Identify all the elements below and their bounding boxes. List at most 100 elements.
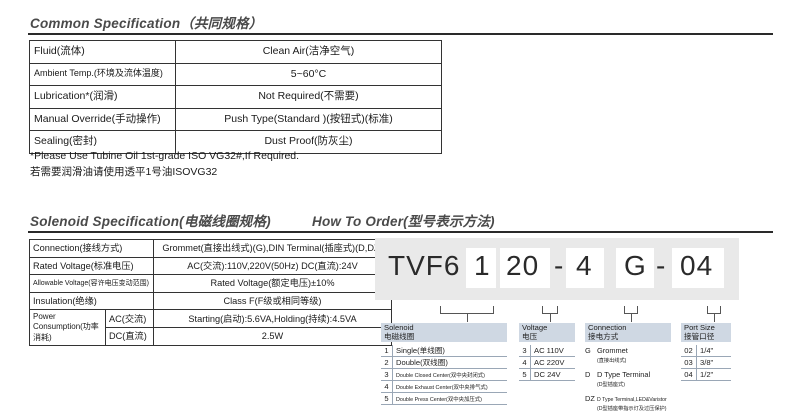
table-row: Sealing(密封) Dust Proof(防灰尘): [29, 130, 442, 154]
legend-value: AC 220V: [534, 358, 565, 367]
legend-value: D Type Terminal: [597, 370, 651, 379]
lubrication-note-en: *Please Use Tubine Oil 1st-grade ISO VG3…: [30, 150, 300, 162]
code-port: 04: [680, 250, 714, 281]
solenoid-spec-rule: [28, 231, 773, 233]
code-connection: G: [624, 250, 647, 281]
code-slot-port: [672, 248, 724, 288]
code-voltage: 4: [576, 250, 593, 281]
legend-key: 5: [381, 393, 393, 404]
bracket-voltage: [542, 306, 558, 314]
legend-value: 1/2": [700, 370, 714, 379]
common-spec-title: Common Specification（共同规格）: [30, 16, 263, 31]
connector-port: [714, 314, 715, 322]
spec-label: Connection(接线方式): [29, 239, 154, 258]
spec-value: 5~60°C: [175, 62, 442, 87]
voltage-legend-head: Voltage 电压: [519, 323, 575, 343]
connection-legend-head: Connection 接电方式: [585, 323, 671, 343]
legend-value: DC 24V: [534, 370, 561, 379]
common-spec-table: Fluid(流体) Clean Air(洁净空气) Ambient Temp.(…: [29, 40, 442, 154]
legend-value: Double Exhaust Center(双中央排气式): [396, 384, 488, 391]
spec-label: Sealing(密封): [29, 130, 176, 154]
legend-value: Double(双线圈): [396, 358, 448, 367]
legend-value: D Type Terminal,LED&Varistor: [597, 397, 667, 403]
legend-head-cn: 电压: [522, 331, 538, 341]
legend-value: 3/8": [700, 358, 714, 367]
legend-key: 1: [381, 345, 393, 356]
legend-key: 4: [519, 357, 531, 368]
legend-head-en: Voltage: [522, 323, 548, 332]
bracket-solenoid: [440, 306, 494, 314]
spec-value: Clean Air(洁净空气): [175, 40, 442, 64]
code-series: 20: [506, 250, 540, 281]
spec-value: Dust Proof(防灰尘): [175, 130, 442, 154]
legend-value: AC 110V: [534, 346, 564, 355]
code-slot-solenoid: [466, 248, 496, 288]
legend-head-en: Port Size: [684, 323, 715, 332]
table-row: Insulation(绝缘) Class F(F级或相同等级): [29, 291, 392, 311]
bracket-connection: [624, 306, 638, 314]
spec-value: Grommet(直接出线式)(G),DIN Terminal(插座式)(D,DZ…: [153, 239, 392, 258]
spec-label: Insulation(绝缘): [29, 291, 154, 311]
table-row: Power Consumption(功率消耗) AC(交流) Starting(…: [29, 309, 392, 346]
legend-key: DZ: [585, 394, 595, 403]
legend-value: Double Press Center(双中央加压式): [396, 396, 482, 403]
lubrication-note-cn: 若需要润滑油请使用透平1号油ISOVG32: [30, 166, 218, 178]
legend-key: 4: [381, 381, 393, 392]
legend-value-cn: (直接出线式): [597, 357, 627, 364]
connector-connection: [631, 314, 632, 322]
code-solenoid: 1: [474, 250, 491, 281]
how-to-order-title: How To Order(型号表示方法): [312, 214, 495, 229]
spec-value: Starting(启动):5.6VA,Holding(持续):4.5VA: [153, 309, 392, 328]
legend-head-cn: 电磁线圈: [384, 331, 415, 341]
spec-value: Rated Voltage(额定电压)±10%: [153, 274, 392, 293]
table-row: Connection(接线方式) Grommet(直接出线式)(G),DIN T…: [29, 239, 392, 258]
legend-key: 03: [681, 357, 697, 368]
power-sub-label: DC(直流): [105, 326, 154, 346]
spec-value: Push Type(Standard )(按钮式)(标准): [175, 107, 442, 132]
table-row: Allowable Voltage(容许电压变动范围) Rated Voltag…: [29, 274, 392, 293]
table-row: Manual Override(手动操作) Push Type(Standard…: [29, 107, 442, 132]
common-spec-rule: [28, 33, 773, 35]
legend-value: 1/4": [700, 346, 714, 355]
legend-value-cn: (D型插座带指示灯及过压保护): [597, 405, 667, 412]
code-slot-connection: [566, 248, 604, 288]
legend-head-cn: 接管口径: [684, 331, 715, 341]
legend-key: 2: [381, 357, 393, 368]
spec-label: Manual Override(手动操作): [29, 107, 176, 132]
legend-head-cn: 接电方式: [588, 331, 619, 341]
spec-value: AC(交流):110V,220V(50Hz) DC(直流):24V: [153, 256, 392, 276]
table-row: Fluid(流体) Clean Air(洁净空气): [29, 40, 442, 64]
spec-label: Fluid(流体): [29, 40, 176, 64]
spec-label: Rated Voltage(标准电压): [29, 256, 154, 276]
legend-value-cn: (D型插座式): [597, 381, 625, 388]
legend-key: 3: [381, 369, 393, 380]
legend-key: 02: [681, 345, 697, 356]
solenoid-legend-head: Solenoid 电磁线圈: [381, 323, 507, 343]
legend-key: D: [585, 370, 591, 379]
spec-label: Lubrication*(润滑): [29, 85, 176, 109]
table-row: Rated Voltage(标准电压) AC(交流):110V,220V(50H…: [29, 256, 392, 276]
legend-value: Double Closed Center(双中央封闭式): [396, 372, 485, 379]
table-row: DC(直流) 2.5W: [30, 326, 392, 346]
list-item: D D Type Terminal (D型插座式): [585, 370, 675, 388]
code-dash: -: [554, 250, 565, 281]
port-legend-head: Port Size 接管口径: [681, 323, 731, 343]
legend-value: Single(单线圈): [396, 346, 445, 355]
legend-key: 5: [519, 369, 531, 380]
spec-value: Not Required(不需要): [175, 85, 442, 109]
power-sub-label: AC(交流): [105, 309, 154, 328]
code-slot-connection-2: [616, 248, 654, 288]
table-row: Lubrication*(润滑) Not Required(不需要): [29, 85, 442, 109]
spec-value: Class F(F级或相同等级): [153, 291, 392, 311]
legend-key: 3: [519, 345, 531, 356]
